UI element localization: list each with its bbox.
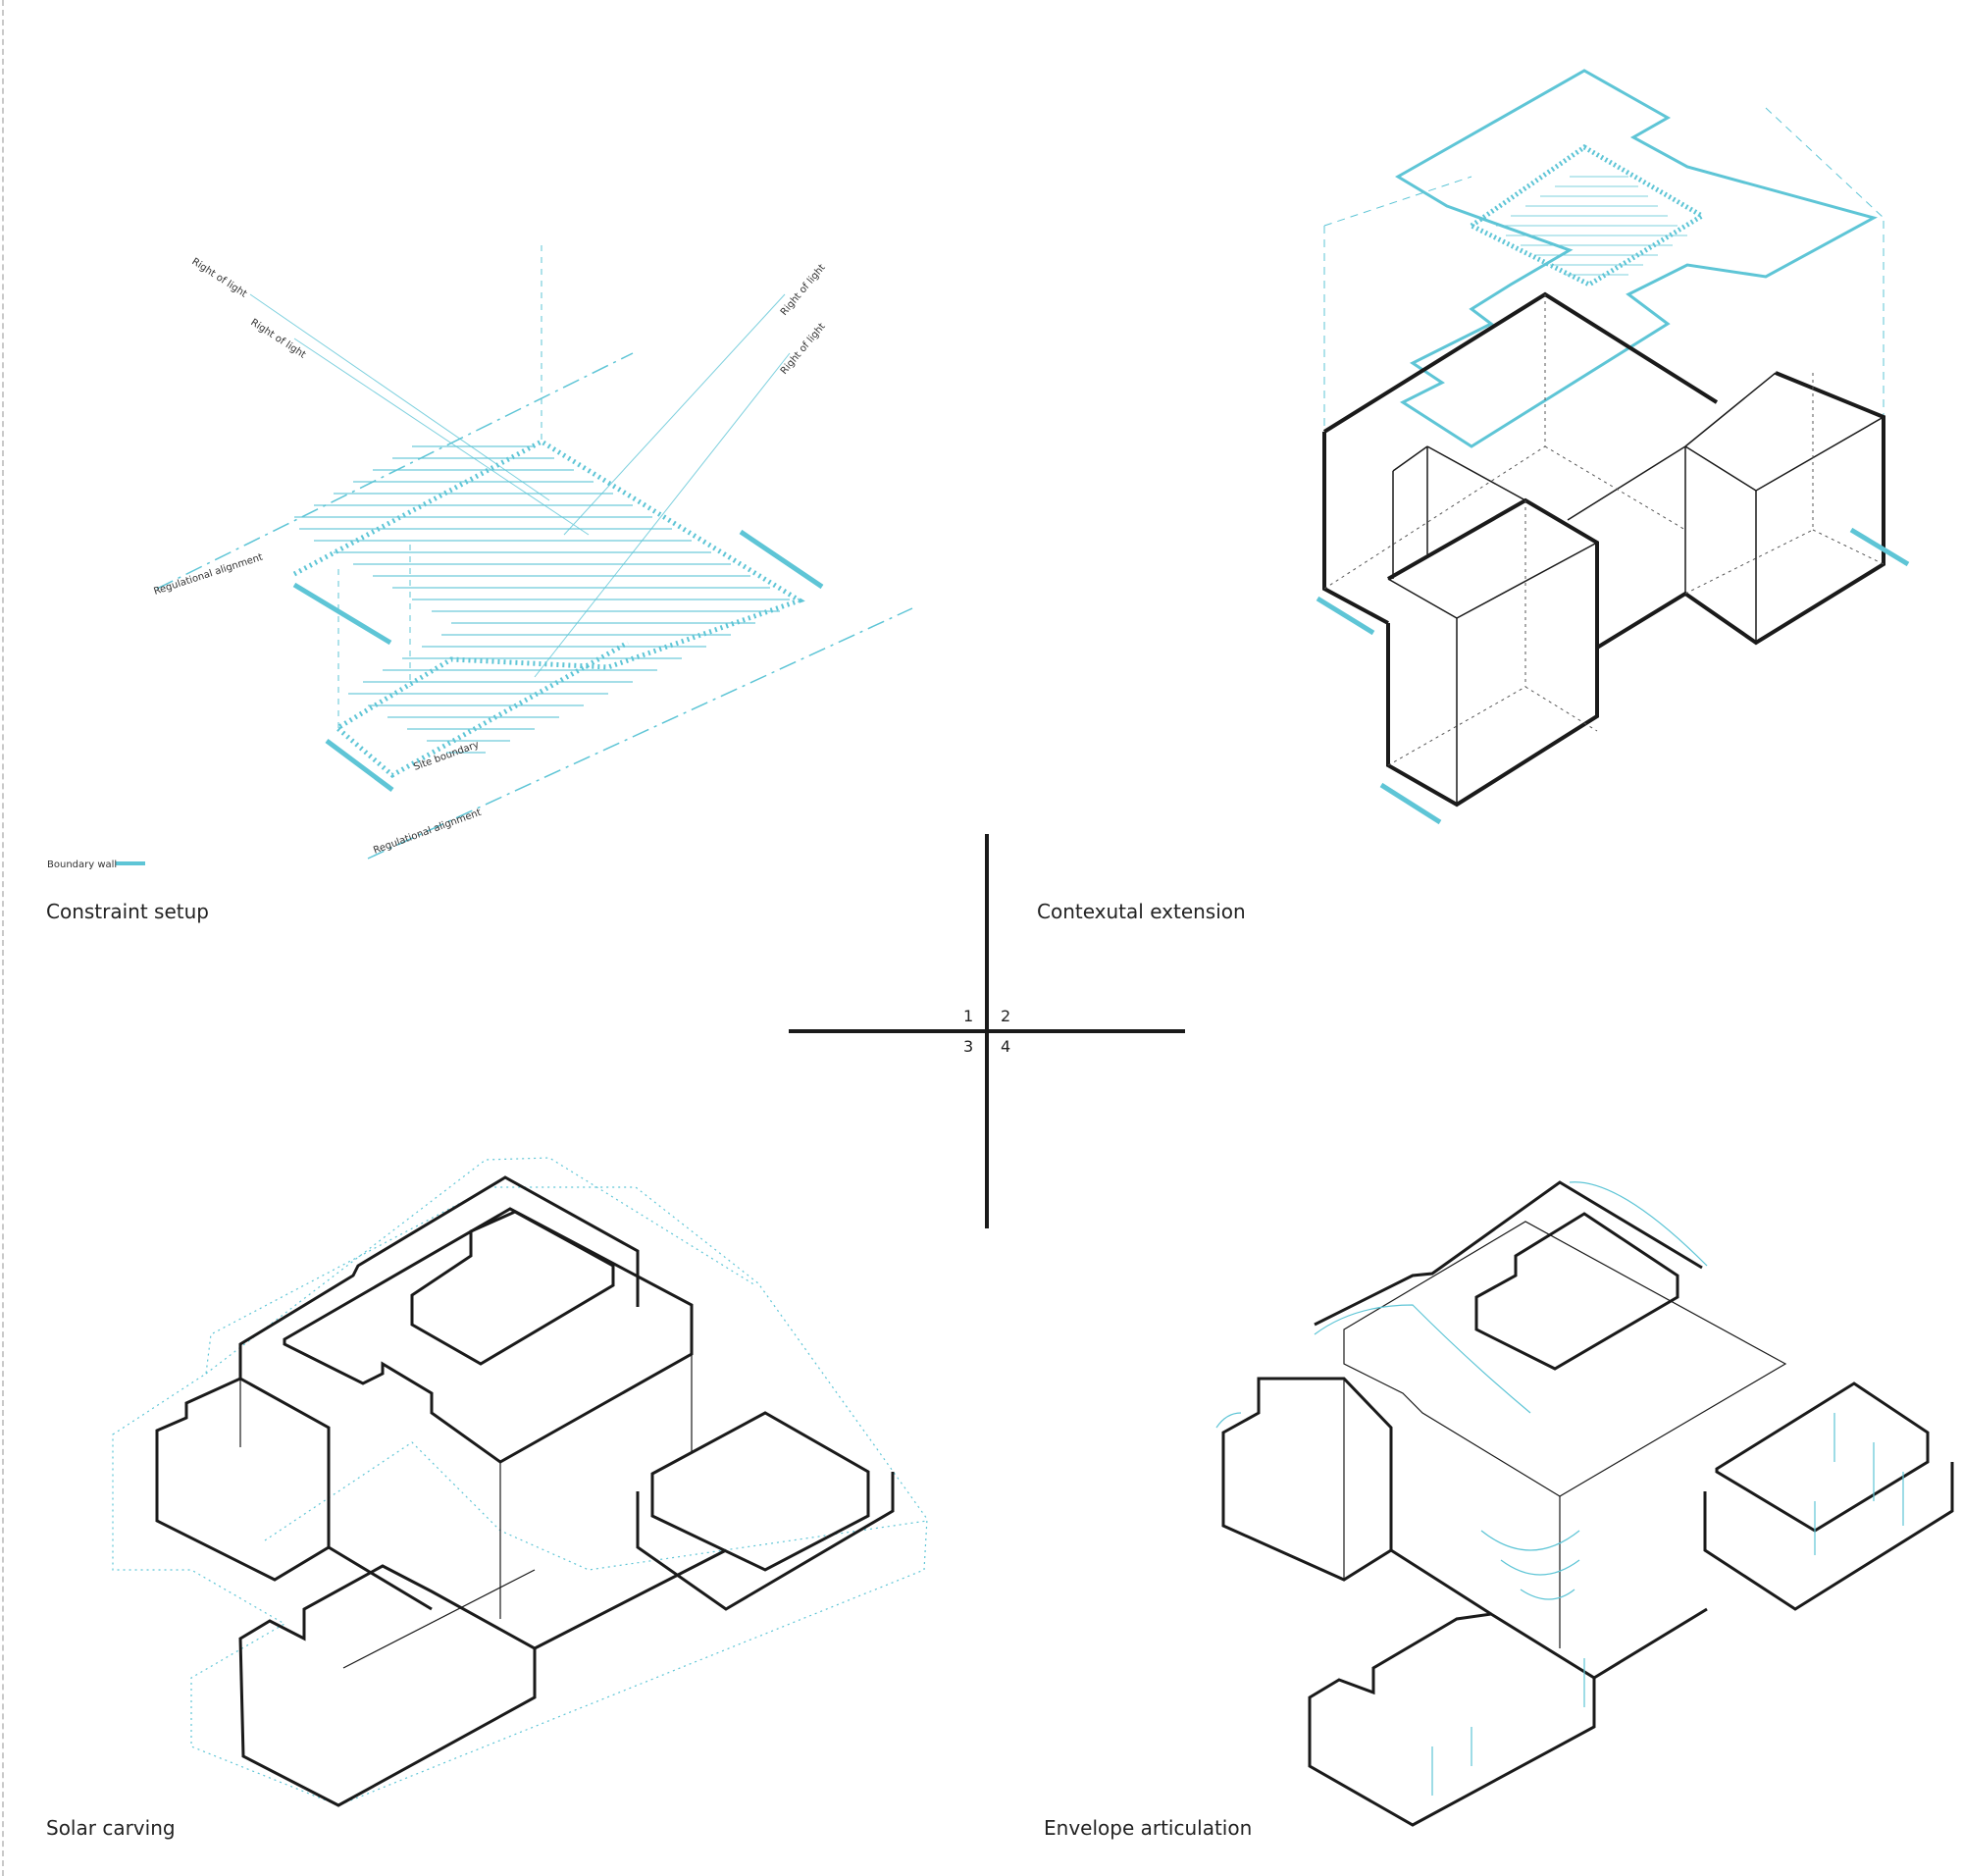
label-right-of-light-3: Right of light bbox=[779, 262, 828, 318]
label-regulational-alignment-1: Regulational alignment bbox=[153, 552, 265, 598]
quadrant-number-4: 4 bbox=[1001, 1037, 1011, 1056]
quadrant-number-2: 2 bbox=[1001, 1007, 1011, 1025]
quadrant-cross bbox=[789, 834, 1185, 1228]
page-edge-dashed-line bbox=[2, 0, 4, 1876]
label-right-of-light-1: Right of light bbox=[189, 256, 248, 299]
panel2-caption: Contexutal extension bbox=[1037, 900, 1246, 923]
label-right-of-light-4: Right of light bbox=[779, 321, 828, 377]
site-boundary-outline bbox=[292, 439, 805, 779]
panel3-solar-carving-diagram bbox=[112, 1157, 928, 1807]
quadrant-number-3: 3 bbox=[963, 1037, 974, 1056]
panel4-envelope-diagram bbox=[1215, 1180, 1954, 1827]
panel1-constraint-diagram bbox=[116, 245, 913, 865]
label-regulational-alignment-2: Regulational alignment bbox=[372, 808, 483, 857]
panel2-extension-diagram bbox=[1316, 69, 1910, 825]
panel4-caption: Envelope articulation bbox=[1044, 1816, 1253, 1840]
legend-label: Boundary wall bbox=[47, 860, 117, 870]
quadrant-number-1: 1 bbox=[963, 1007, 974, 1025]
panel3-caption: Solar carving bbox=[46, 1816, 176, 1840]
panel1-caption: Constraint setup bbox=[46, 900, 209, 923]
site-hatch bbox=[294, 445, 790, 754]
label-right-of-light-2: Right of light bbox=[248, 317, 307, 360]
